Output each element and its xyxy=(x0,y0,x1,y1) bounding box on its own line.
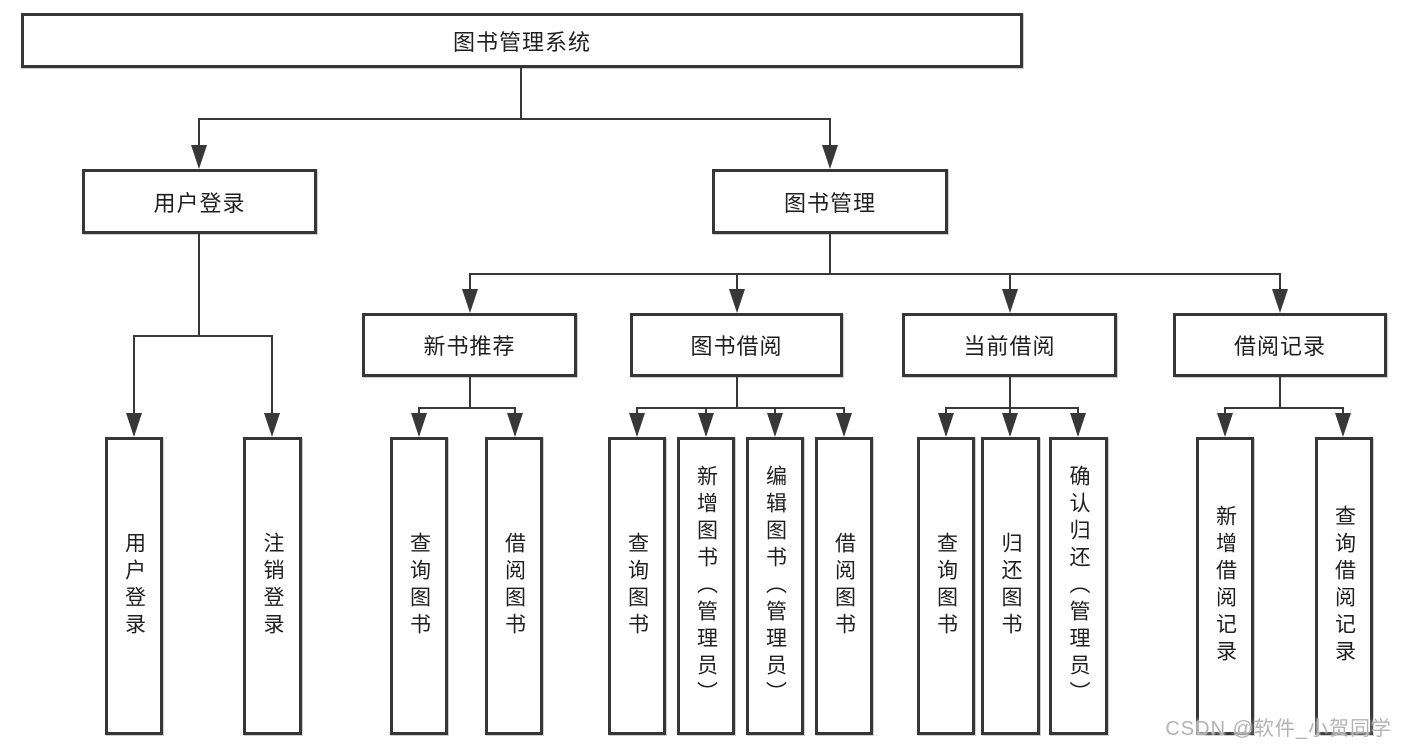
connector-line xyxy=(1009,377,1011,407)
connector-line xyxy=(418,407,516,409)
node-leaf-confirm-return-admin: 确认归还（管理员） xyxy=(1049,437,1108,735)
node-label: 查询借阅记录 xyxy=(1332,505,1356,667)
arrowhead-down-icon xyxy=(1070,413,1086,437)
arrowhead-down-icon xyxy=(729,289,745,313)
arrowhead-down-icon xyxy=(126,413,142,437)
node-user-login: 用户登录 xyxy=(82,169,317,234)
node-label: 编辑图书（管理员） xyxy=(763,464,787,708)
node-label: 注销登录 xyxy=(261,532,284,640)
node-current-borrow: 当前借阅 xyxy=(902,313,1117,377)
node-borrow-records: 借阅记录 xyxy=(1173,313,1387,377)
connector-line xyxy=(636,407,638,417)
node-label: 确认归还（管理员） xyxy=(1067,464,1090,708)
node-label: 借阅图书 xyxy=(502,532,526,640)
node-label: 用户登录 xyxy=(122,532,146,640)
node-label: 查询图书 xyxy=(934,532,958,640)
connector-line xyxy=(1224,407,1343,409)
node-leaf-borrow-book-recommend: 借阅图书 xyxy=(485,437,543,735)
arrowhead-down-icon xyxy=(1002,289,1018,313)
node-new-book-recommend: 新书推荐 xyxy=(362,313,577,377)
connector-line xyxy=(736,377,738,407)
arrowhead-down-icon xyxy=(836,413,852,437)
arrowhead-down-icon xyxy=(767,413,783,437)
connector-line xyxy=(829,118,831,150)
connector-line xyxy=(636,407,845,409)
connector-line xyxy=(945,407,947,417)
node-leaf-borrow-book: 借阅图书 xyxy=(815,437,873,735)
arrowhead-down-icon xyxy=(462,289,478,313)
connector-line xyxy=(469,377,471,407)
node-leaf-query-book-current: 查询图书 xyxy=(917,437,975,735)
node-leaf-logout: 注销登录 xyxy=(243,437,302,735)
node-label: 归还图书 xyxy=(999,532,1022,640)
connector-line xyxy=(271,335,273,417)
node-label: 查询图书 xyxy=(625,532,649,640)
connector-line xyxy=(1009,273,1011,292)
node-label: 图书借阅 xyxy=(690,334,783,359)
node-label: 新增借阅记录 xyxy=(1213,505,1237,667)
connector-line xyxy=(945,407,1078,409)
arrowhead-down-icon xyxy=(938,413,954,437)
connector-line xyxy=(829,234,831,273)
connector-line xyxy=(198,118,200,150)
arrowhead-down-icon xyxy=(822,145,838,169)
arrowhead-down-icon xyxy=(191,145,207,169)
node-leaf-query-book-borrow: 查询图书 xyxy=(608,437,666,735)
connector-line xyxy=(133,335,273,337)
node-label: 借阅记录 xyxy=(1233,334,1326,359)
connector-line xyxy=(1077,407,1079,417)
arrowhead-down-icon xyxy=(698,413,714,437)
connector-line xyxy=(520,68,522,120)
connector-line xyxy=(133,335,135,417)
connector-line xyxy=(198,234,200,335)
node-label: 新书推荐 xyxy=(423,334,516,359)
arrowhead-down-icon xyxy=(1335,413,1351,437)
node-root-system: 图书管理系统 xyxy=(21,13,1023,68)
node-leaf-user-login: 用户登录 xyxy=(105,437,163,735)
connector-line xyxy=(1342,407,1344,417)
arrowhead-down-icon xyxy=(264,413,280,437)
csdn-watermark: CSDN @软件_小贺同学 xyxy=(1165,718,1392,740)
node-leaf-add-borrow-record: 新增借阅记录 xyxy=(1196,437,1254,735)
node-label: 当前借阅 xyxy=(963,334,1056,359)
connector-line xyxy=(1009,407,1011,417)
arrowhead-down-icon xyxy=(1272,289,1288,313)
arrowhead-down-icon xyxy=(629,413,645,437)
arrowhead-down-icon xyxy=(507,413,523,437)
connector-line xyxy=(198,118,831,120)
connector-line xyxy=(514,407,516,417)
connector-line xyxy=(705,407,707,417)
node-label: 新增图书（管理员） xyxy=(694,464,718,708)
connector-line xyxy=(736,273,738,292)
connector-line xyxy=(418,407,420,417)
node-label: 用户登录 xyxy=(153,190,246,216)
node-label: 借阅图书 xyxy=(832,532,856,640)
node-leaf-return-book: 归还图书 xyxy=(981,437,1040,735)
node-label: 图书管理系统 xyxy=(452,29,591,55)
node-leaf-query-book-recommend: 查询图书 xyxy=(390,437,448,735)
node-leaf-edit-book-admin: 编辑图书（管理员） xyxy=(746,437,804,735)
node-book-borrow: 图书借阅 xyxy=(630,313,843,377)
connector-line xyxy=(1279,273,1281,292)
node-leaf-query-borrow-record: 查询借阅记录 xyxy=(1315,437,1373,735)
connector-line xyxy=(1279,377,1281,407)
arrowhead-down-icon xyxy=(1002,413,1018,437)
node-label: 图书管理 xyxy=(783,190,876,216)
arrowhead-down-icon xyxy=(1217,413,1233,437)
connector-line xyxy=(1224,407,1226,417)
arrowhead-down-icon xyxy=(411,413,427,437)
connector-line xyxy=(469,273,471,292)
node-book-management: 图书管理 xyxy=(712,169,948,234)
node-leaf-add-book-admin: 新增图书（管理员） xyxy=(677,437,735,735)
connector-line xyxy=(469,273,1281,275)
connector-line xyxy=(843,407,845,417)
connector-line xyxy=(774,407,776,417)
node-label: 查询图书 xyxy=(407,532,431,640)
